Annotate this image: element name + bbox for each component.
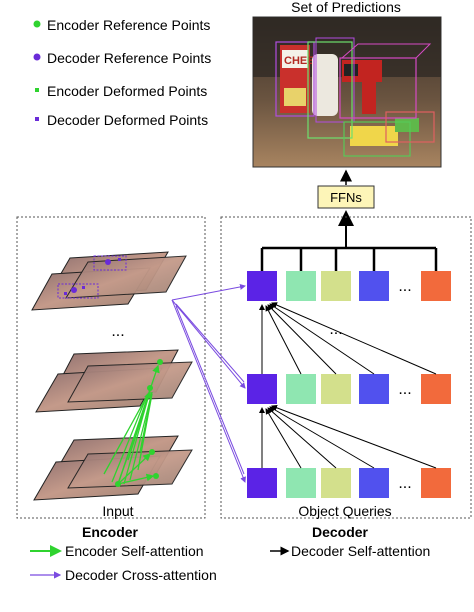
ffns-box: FFNs: [317, 185, 375, 209]
cereal-box-text: CHEE: [284, 55, 315, 67]
query-row-top-ellipsis: ...: [398, 278, 411, 295]
legend-decoder-deformed: Decoder Deformed Points: [47, 112, 208, 128]
decoder-label: Decoder: [312, 524, 369, 540]
legend-encoder-self-attention: Encoder Self-attention: [65, 543, 204, 559]
input-label: Input: [102, 503, 133, 519]
query-row-middle: ...: [247, 374, 451, 404]
feature-stack-top: [31, 251, 187, 311]
legend-encoder-deformed: Encoder Deformed Points: [47, 83, 207, 99]
encoder-reference-dot-icon: [33, 20, 41, 28]
query-row-bottom: ...: [247, 468, 451, 498]
decoder-cross-attention-arrows: [171, 283, 246, 483]
legend-decoder-cross-attention: Decoder Cross-attention: [65, 567, 217, 583]
predictions-title: Set of Predictions: [291, 0, 401, 15]
encoder-panel: [16, 216, 206, 519]
encoder-deformed-square-icon: [35, 88, 39, 92]
query-row-top: ...: [247, 271, 451, 301]
query-row-bottom-ellipsis: ...: [398, 475, 411, 492]
decoder-ellipsis: ...: [329, 321, 342, 338]
object-queries-label: Object Queries: [298, 503, 391, 519]
encoder-ellipsis: ...: [111, 323, 124, 340]
decoder-panel: [220, 216, 472, 519]
feature-stack-bottom: [33, 435, 193, 501]
bottom-legend: Encoder Self-attention Decoder Self-atte…: [30, 543, 430, 583]
decoder-reference-dot-icon: [33, 53, 41, 61]
predictions-image: CHEE: [252, 16, 442, 168]
encoder-self-attention-arrows: [103, 364, 160, 485]
encoder-label: Encoder: [82, 524, 139, 540]
legend-decoder-self-attention: Decoder Self-attention: [291, 543, 430, 559]
query-row-middle-ellipsis: ...: [398, 381, 411, 398]
decoder-self-attention-arrows: [259, 302, 437, 469]
top-legend: Encoder Reference Points Decoder Referen…: [33, 17, 211, 128]
feature-stack-middle: [35, 349, 193, 413]
legend-encoder-reference: Encoder Reference Points: [47, 17, 210, 33]
legend-decoder-reference: Decoder Reference Points: [47, 50, 211, 66]
decoder-deformed-square-icon: [35, 117, 39, 121]
ffns-label: FFNs: [330, 190, 362, 205]
query-bus: [260, 246, 438, 271]
